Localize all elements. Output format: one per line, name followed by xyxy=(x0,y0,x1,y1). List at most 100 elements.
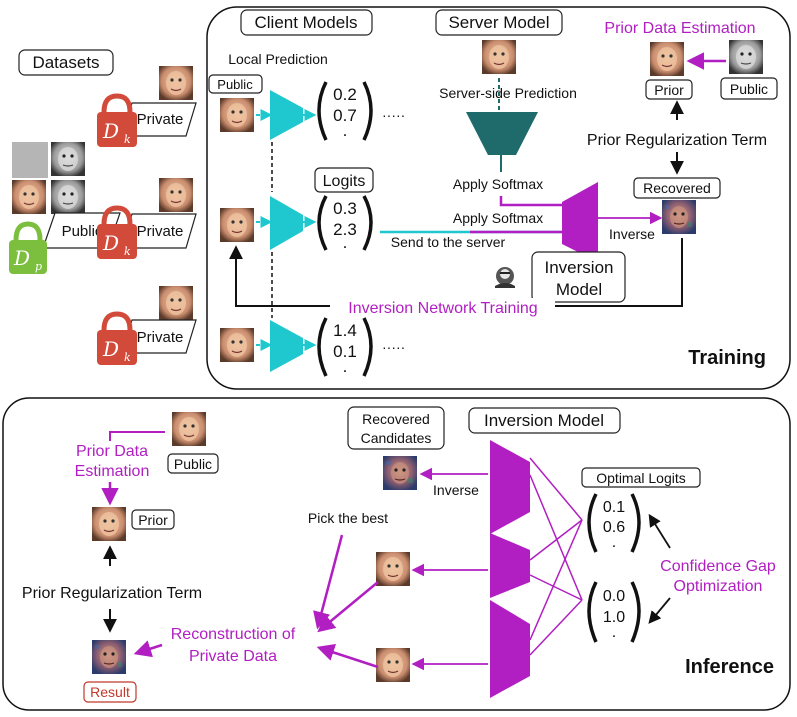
svg-text:k: k xyxy=(124,351,131,364)
private-dataset-3: Private D k xyxy=(97,285,197,365)
inversion-model-box xyxy=(531,251,626,303)
svg-text:p: p xyxy=(35,260,42,273)
inversion-model-title: Inversion Model xyxy=(484,411,604,430)
inverse-label: Inverse xyxy=(609,226,655,242)
private-label-1: Private xyxy=(137,111,184,128)
svg-text:.: . xyxy=(612,534,616,551)
svg-text:D: D xyxy=(102,231,119,255)
prior-face-inference xyxy=(91,506,127,542)
lock-icon xyxy=(101,205,133,225)
prior-estimation-inference: Prior Data Estimation xyxy=(75,431,165,506)
logit-vector-2: 0.3 2.3 . xyxy=(317,195,373,252)
result-tag-box xyxy=(83,681,137,703)
prior-tag-box-inference xyxy=(131,509,175,530)
recovered-tag: Recovered xyxy=(643,180,711,196)
recovered-tag-box xyxy=(633,177,721,199)
lock-body xyxy=(97,112,137,147)
lock-icon xyxy=(101,93,133,113)
prior-tag-train: Prior xyxy=(654,82,684,98)
svg-text:Prior Data: Prior Data xyxy=(76,443,148,460)
private-face-3 xyxy=(158,285,194,321)
svg-text:0.1: 0.1 xyxy=(333,342,357,361)
svg-text:0.3: 0.3 xyxy=(333,199,357,218)
svg-text:Private: Private xyxy=(137,329,184,346)
prior-tag-box-train xyxy=(645,79,693,100)
candidate-face-1 xyxy=(382,455,418,491)
private-dataset-1: Private D k xyxy=(97,65,197,147)
svg-text:.: . xyxy=(612,624,616,641)
send-to-server: Send to the server xyxy=(391,234,506,250)
svg-text:0.6: 0.6 xyxy=(603,519,625,536)
svg-text:Recovered: Recovered xyxy=(362,411,430,427)
candidate-face-2 xyxy=(375,551,411,587)
client-input-face-1 xyxy=(219,97,255,133)
prior-face-train xyxy=(649,41,685,77)
result-tag: Result xyxy=(90,684,130,700)
prior-regularization-inference: Prior Regularization Term xyxy=(22,585,202,602)
optimal-logit-vector-2: 0.0 1.0 . xyxy=(587,581,641,643)
server-model xyxy=(466,112,538,155)
inversion-model-train xyxy=(562,182,598,262)
public-face-train xyxy=(728,39,764,75)
private-face-2 xyxy=(158,177,194,213)
local-prediction-label: Local Prediction xyxy=(228,51,328,67)
apply-softmax-2: Apply Softmax xyxy=(453,210,543,226)
server-model-title: Server Model xyxy=(448,13,549,32)
logit-connections xyxy=(529,457,583,656)
svg-text:.: . xyxy=(343,233,348,252)
svg-text:Estimation: Estimation xyxy=(75,463,150,480)
optimal-logit-vector-1: 0.1 0.6 . xyxy=(587,493,641,553)
public-tag-train: Public xyxy=(730,81,768,97)
prior-tag-inference: Prior xyxy=(138,512,168,528)
public-tag-box-train xyxy=(720,77,778,100)
training-label: Training xyxy=(688,347,766,369)
datasets-title-box xyxy=(18,49,114,76)
inference-label: Inference xyxy=(685,656,774,678)
public-tag-box-inference xyxy=(167,453,219,474)
client-models-box xyxy=(240,9,373,36)
private-face-1 xyxy=(158,65,194,101)
client-model-1 xyxy=(270,90,303,140)
public-tag: Public xyxy=(217,77,253,92)
prior-regularization-train: Prior Regularization Term xyxy=(587,132,767,149)
hacker-icon xyxy=(495,267,515,288)
inversion-model-title-box xyxy=(468,407,621,434)
server-side-prediction: Server-side Prediction xyxy=(439,85,577,101)
svg-text:.: . xyxy=(343,121,348,140)
unlock-icon xyxy=(13,221,43,241)
public-face-3 xyxy=(50,179,86,215)
svg-text:1.0: 1.0 xyxy=(603,609,625,626)
public-label: Public xyxy=(62,223,103,240)
client-model-2 xyxy=(270,196,303,250)
public-face-2 xyxy=(11,179,47,215)
reconstruction-label-1: Reconstruction of xyxy=(171,626,296,643)
inversion-network-training: Inversion Network Training xyxy=(348,300,537,317)
client-input-face-2 xyxy=(219,207,255,243)
inversion-model-inf-1 xyxy=(490,440,530,534)
recovered-candidates-box xyxy=(347,406,445,450)
svg-text:D: D xyxy=(13,246,30,270)
svg-text:2.3: 2.3 xyxy=(333,220,357,239)
candidate-face-3 xyxy=(375,647,411,683)
client-model-3 xyxy=(270,320,303,372)
lock-icon xyxy=(101,311,133,331)
training-panel xyxy=(206,6,791,390)
svg-text:k: k xyxy=(124,245,131,258)
pick-the-best: Pick the best xyxy=(308,510,388,526)
svg-text:Model: Model xyxy=(556,280,602,299)
svg-text:0.7: 0.7 xyxy=(333,106,357,125)
logits-tag-box xyxy=(314,167,374,193)
public-tag-box xyxy=(208,74,263,94)
svg-text:1.4: 1.4 xyxy=(333,321,357,340)
public-tag-inference: Public xyxy=(174,456,212,472)
svg-text:k: k xyxy=(124,133,131,146)
svg-text:0.0: 0.0 xyxy=(603,588,625,605)
inversion-model-inf-2 xyxy=(490,533,530,598)
prior-data-estimation-train: Prior Data Estimation xyxy=(604,20,755,37)
svg-text:D: D xyxy=(102,337,119,361)
apply-softmax-1: Apply Softmax xyxy=(453,176,543,192)
server-model-box xyxy=(435,9,563,36)
logit-vector-1: 0.2 0.7 . xyxy=(317,81,373,141)
result-face xyxy=(91,639,127,675)
